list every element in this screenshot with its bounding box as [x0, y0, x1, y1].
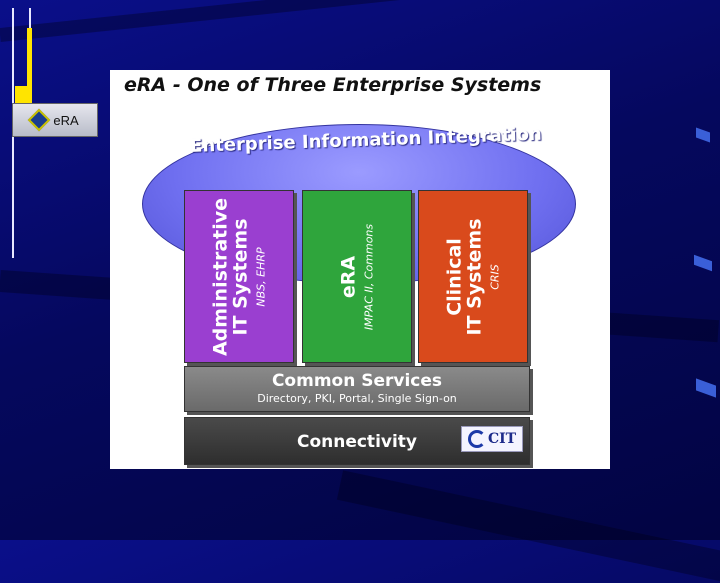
- yellow-accent-bar: [27, 28, 32, 88]
- cit-logo-text: CIT: [487, 431, 517, 447]
- yellow-accent-square: [15, 86, 32, 103]
- common-services-subtitle: Directory, PKI, Portal, Single Sign-on: [257, 392, 457, 405]
- swirl-icon: [467, 430, 486, 448]
- era-logo-text: eRA: [53, 112, 79, 128]
- common-services-title: Common Services: [271, 371, 443, 391]
- administrative-systems-block: Administrative IT Systems NBS, EHRP: [184, 190, 294, 363]
- cit-logo: CIT: [461, 426, 523, 452]
- background-streak: [336, 470, 720, 583]
- clinical-systems-block: Clinical IT Systems CRIS: [418, 190, 528, 363]
- column-title-line1: eRA: [337, 255, 360, 298]
- background-streak: [0, 0, 697, 42]
- column-title-line1: Clinical: [443, 237, 466, 316]
- diagram-title: eRA - One of Three Enterprise Systems: [124, 74, 542, 96]
- column-title-line2: IT Systems: [463, 217, 486, 336]
- column-subtitle: NBS, EHRP: [254, 246, 268, 307]
- diamond-icon: [28, 108, 51, 132]
- column-subtitle: IMPAC II, Commons: [362, 223, 376, 330]
- column-title-line1: Administrative: [209, 197, 232, 356]
- decorative-tick: [696, 127, 710, 143]
- common-services-band: Common Services Directory, PKI, Portal, …: [184, 366, 530, 412]
- column-subtitle: CRIS: [488, 263, 502, 290]
- connectivity-band: Connectivity CIT: [184, 417, 530, 465]
- era-block: eRA IMPAC II, Commons: [302, 190, 412, 363]
- decorative-tick: [696, 378, 716, 398]
- connectivity-title: Connectivity: [296, 432, 418, 452]
- column-title-line2: IT Systems: [229, 217, 252, 336]
- decorative-tick: [694, 254, 712, 272]
- era-logo-badge: eRA: [12, 103, 98, 137]
- diagram-card: eRA - One of Three Enterprise Systems En…: [110, 70, 610, 469]
